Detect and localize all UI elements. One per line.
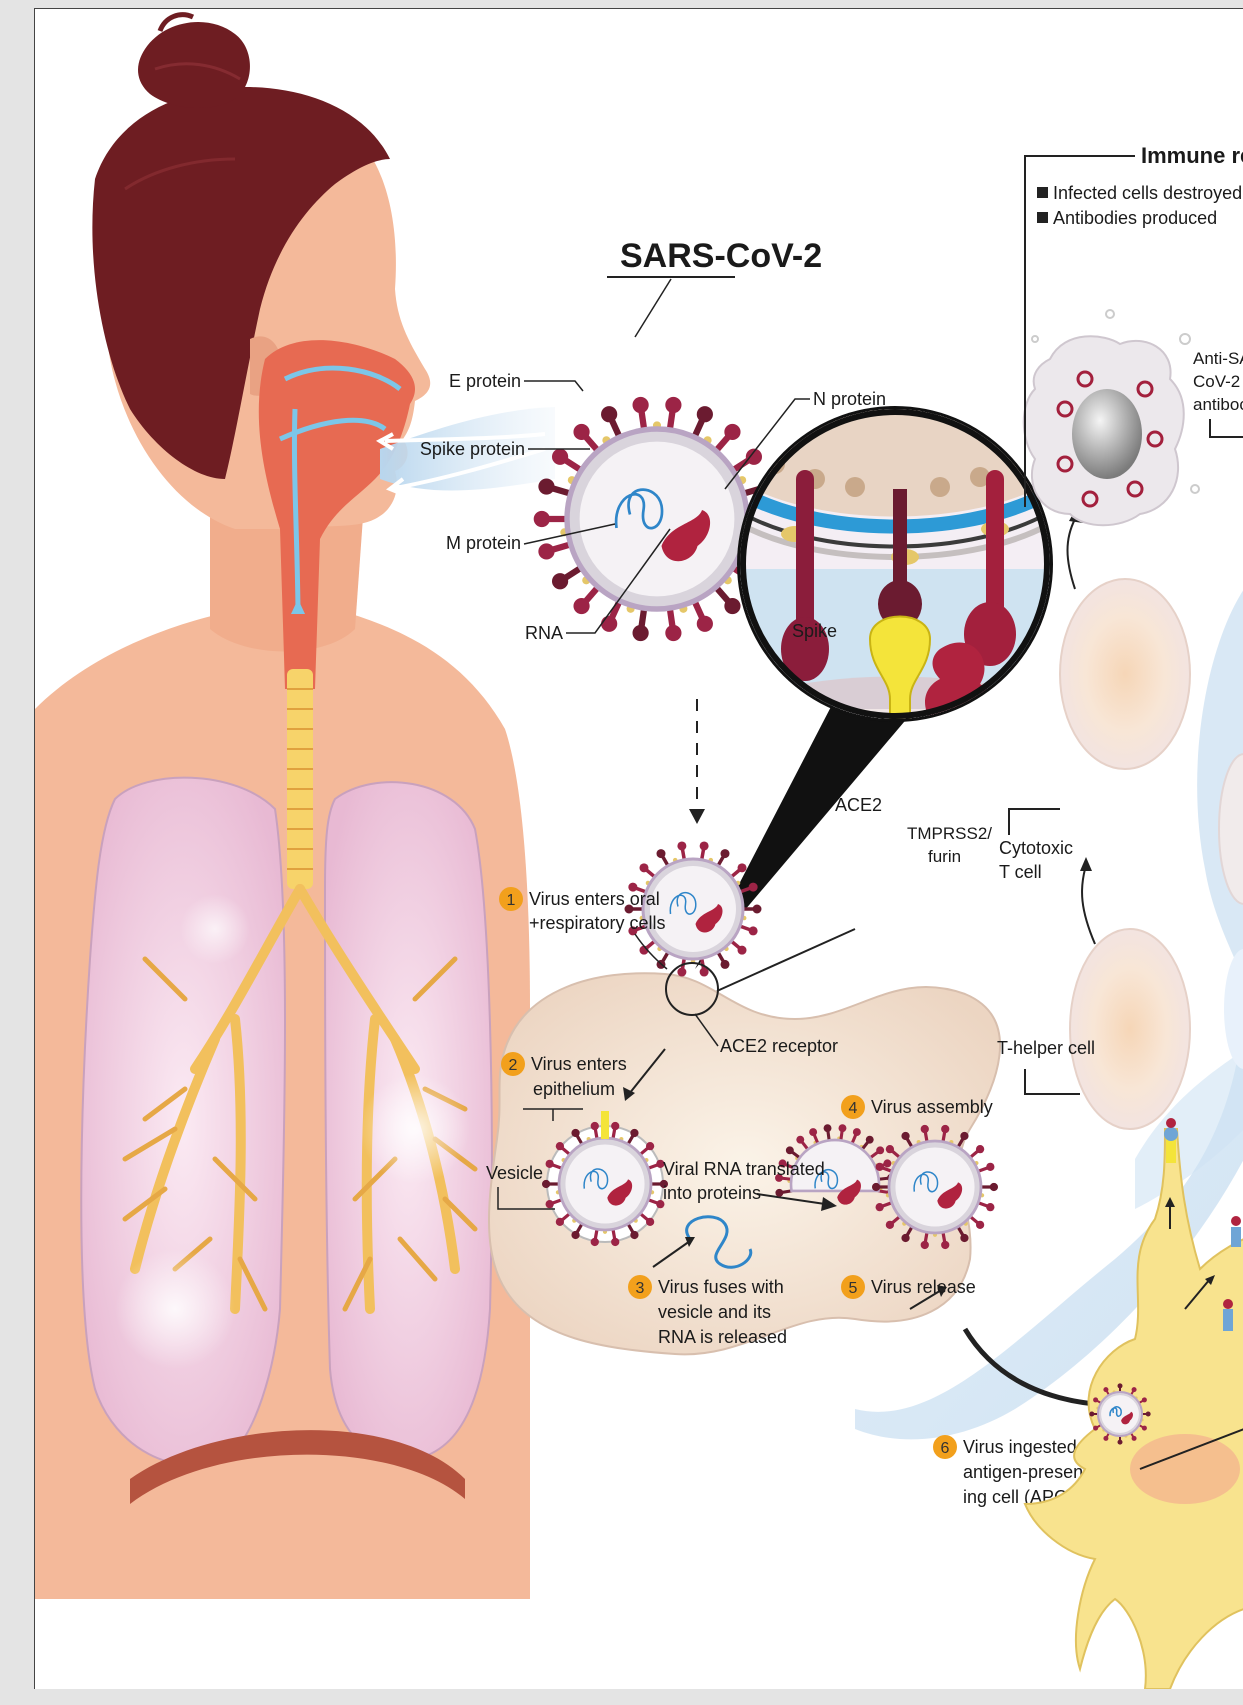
label-vesicle: Vesicle [486, 1163, 543, 1183]
label-rna: RNA [525, 623, 563, 643]
immune-bullet-1: Infected cells destroyed [1053, 183, 1242, 203]
step-5-line1: Virus release [871, 1277, 976, 1297]
entry-arrow [689, 699, 705, 824]
step-2-line2: epithelium [533, 1079, 615, 1099]
virus-entering-cell [625, 841, 762, 976]
step-1-line1: Virus enters oral [529, 889, 660, 909]
antibody-label-1: Anti-SA [1193, 349, 1243, 368]
step-4-line1: Virus assembly [871, 1097, 993, 1117]
step-6-line2: antigen-present- [963, 1462, 1094, 1482]
covid-infection-diagram: SARS-CoV-2 E protein Spike protein M pro… [35, 9, 1243, 1689]
label-spike-protein: Spike protein [420, 439, 525, 459]
diagram-title: SARS-CoV-2 [620, 237, 822, 275]
label-e-protein: E protein [449, 371, 521, 391]
step-1-line2: +respiratory cells [529, 913, 666, 933]
step-4-number: 4 [849, 1100, 858, 1117]
label-t-helper: T-helper cell [997, 1038, 1095, 1058]
inset-leader [717, 929, 855, 991]
step-3-line3: RNA is released [658, 1327, 787, 1347]
human-figure [35, 15, 535, 1689]
bullet-icon [1037, 187, 1048, 198]
immune-heading: Immune resp [1141, 143, 1243, 168]
step-3-line1: Virus fuses with [658, 1277, 784, 1297]
ace2-stem [601, 1111, 609, 1139]
step-3-line2: vesicle and its [658, 1302, 771, 1322]
infected-cell-destroyed [1024, 310, 1199, 525]
antibody-label-3: antiboc [1193, 395, 1243, 414]
diagram-panel: SARS-CoV-2 E protein Spike protein M pro… [34, 8, 1243, 1689]
step-2-number: 2 [509, 1057, 518, 1074]
label-cytotoxic: Cytotoxic [999, 838, 1073, 858]
step-2-line1: Virus enters [531, 1054, 627, 1074]
label-n-protein: N protein [813, 389, 886, 409]
label-translation-2: into proteins [663, 1183, 761, 1203]
bullet-icon [1037, 212, 1048, 223]
label-m-protein: M protein [446, 533, 521, 553]
t-helper-cell [1070, 929, 1190, 1129]
inset-label-furin: furin [928, 847, 961, 866]
step-5-number: 5 [849, 1280, 858, 1297]
inset-label-tmprss2: TMPRSS2/ [907, 824, 992, 843]
label-ace2-receptor: ACE2 receptor [720, 1036, 838, 1056]
inset-label-spike: Spike [792, 621, 837, 641]
step-3-number: 3 [636, 1280, 645, 1297]
inset-label-ace2: ACE2 [835, 795, 882, 815]
cytotoxic-t-cell [1060, 579, 1190, 769]
antibody-label-2: CoV-2 [1193, 372, 1240, 391]
step-1-number: 1 [507, 892, 516, 909]
title-leader [635, 279, 671, 337]
immune-bullet-2: Antibodies produced [1053, 208, 1217, 228]
label-translation-1: Viral RNA translated [663, 1159, 825, 1179]
label-t-cell: T cell [999, 862, 1042, 882]
step-6-number: 6 [941, 1440, 950, 1457]
